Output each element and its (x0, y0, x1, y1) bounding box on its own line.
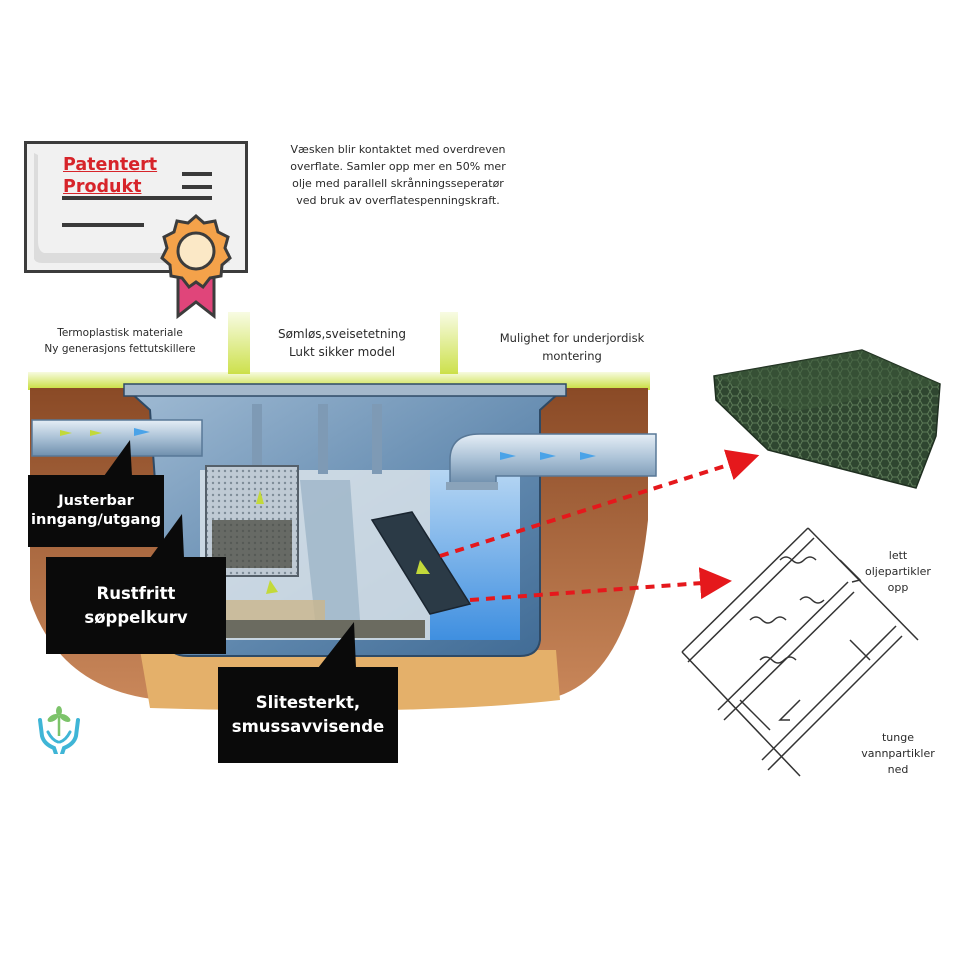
certificate-title: Patentert Produkt (63, 155, 158, 197)
feature-label-material: Termoplastisk materiale Ny generasjons f… (44, 327, 196, 355)
flow-label-oil: lett oljepartikler opp (865, 549, 931, 594)
medal-icon (160, 214, 232, 320)
feature-label-seamless: Sømløs,sveisetetning Lukt sikker model (277, 327, 407, 359)
description-text: Væsken blir kontaktet med overdreven ove… (290, 143, 506, 207)
flow-label-water: tunge vannpartikler ned (861, 731, 935, 776)
callout-durable: Slitesterkt, smussavvisende (218, 667, 398, 763)
callout-steel-basket: Rustfritt søppelkurv (46, 557, 226, 654)
care-hands-icon (38, 706, 80, 754)
certificate-icon (24, 141, 248, 273)
callout-adjustable-inlet: Justerbar inngang/utgang (28, 475, 164, 547)
feature-label-underground: Mulighet for underjordisk montering (499, 331, 645, 363)
